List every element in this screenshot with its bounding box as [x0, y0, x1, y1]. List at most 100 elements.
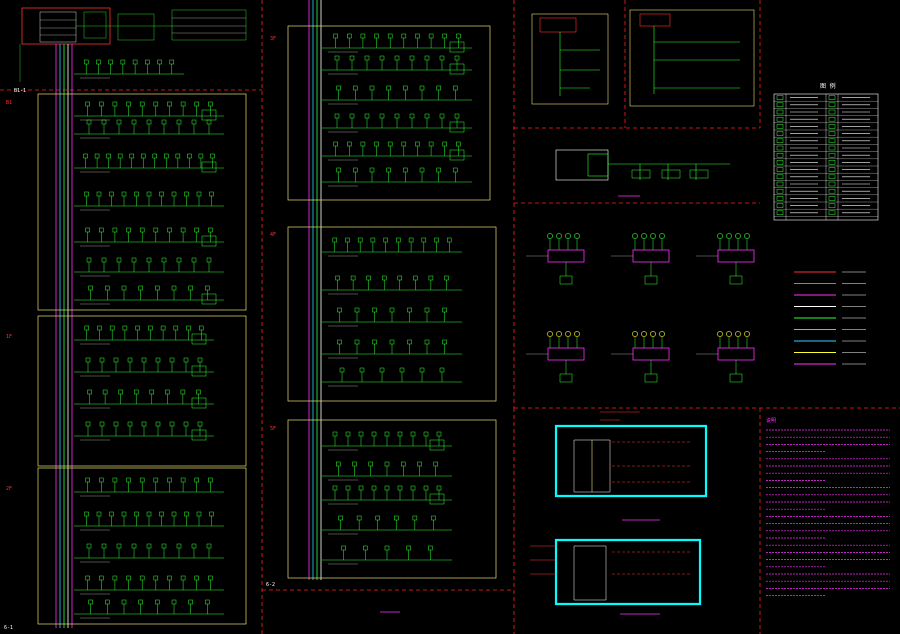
breaker-symbol	[341, 545, 346, 551]
breaker-symbol	[135, 325, 140, 331]
breaker-symbol	[109, 325, 115, 331]
notes-title: 说明	[766, 417, 776, 424]
breaker-symbol	[159, 191, 164, 197]
breaker-symbol	[86, 119, 92, 125]
breaker-symbol	[360, 33, 366, 39]
breaker-symbol	[131, 543, 137, 549]
floor-label-mid-2: 4F	[270, 232, 276, 238]
breaker-symbol	[410, 431, 416, 437]
breaker-symbol	[139, 227, 145, 233]
breaker-symbol	[196, 389, 201, 395]
breaker-symbol	[167, 227, 172, 233]
breaker-symbol	[334, 113, 340, 119]
breaker-symbol	[198, 153, 204, 159]
breaker-symbol	[412, 515, 418, 521]
breaker-symbol	[141, 357, 147, 363]
breaker-symbol	[86, 257, 92, 263]
breaker-symbol	[169, 421, 175, 427]
breaker-symbol	[387, 33, 393, 39]
breaker-symbol	[336, 85, 341, 91]
legend-symbol	[828, 102, 836, 108]
floor-label-left-1: B1	[6, 100, 12, 106]
legend-symbol	[828, 160, 836, 165]
breaker-symbol	[206, 257, 212, 263]
legend-symbol	[776, 152, 784, 158]
sensor-circle	[641, 233, 647, 239]
legend-symbol	[776, 131, 784, 136]
breaker-symbol	[159, 511, 164, 517]
output-device	[644, 373, 658, 383]
legend-table: 图 例	[773, 82, 879, 221]
breaker-symbol	[347, 33, 352, 39]
breaker-symbol	[102, 389, 108, 395]
breaker-symbol	[424, 307, 430, 313]
legend-symbol	[828, 138, 836, 144]
bottom-marker: 6-1	[4, 625, 13, 631]
breaker-symbol	[155, 357, 161, 363]
breaker-symbol	[149, 389, 155, 395]
breaker-symbol	[116, 119, 122, 125]
breaker-symbol	[83, 153, 88, 159]
breaker-symbol	[358, 431, 364, 437]
sensor-circle	[632, 233, 638, 239]
breaker-symbol	[397, 485, 403, 491]
riser-middle	[308, 0, 322, 580]
breaker-symbol	[424, 113, 430, 119]
breaker-symbol	[196, 511, 202, 517]
sensor-circle	[641, 331, 647, 337]
breaker-symbol	[105, 285, 110, 291]
breaker-symbol	[375, 515, 380, 521]
legend-symbol	[828, 95, 836, 100]
legend-symbol	[828, 174, 836, 180]
breaker-symbol	[370, 237, 376, 243]
breaker-symbol	[161, 257, 167, 263]
legend-symbol	[776, 181, 784, 187]
breaker-symbol	[407, 339, 412, 345]
breaker-symbol	[436, 485, 442, 491]
breaker-symbol	[428, 141, 434, 147]
breaker-symbol	[442, 307, 447, 313]
breaker-symbol	[148, 325, 153, 331]
top-system-diagrams	[531, 9, 755, 107]
breaker-symbol	[131, 257, 137, 263]
breaker-symbol	[397, 275, 403, 281]
breaker-symbol	[146, 119, 152, 125]
breaker-symbol	[113, 421, 119, 427]
output-device	[559, 275, 573, 285]
breaker-symbol	[374, 33, 379, 39]
breaker-symbol	[96, 59, 101, 65]
breaker-symbol	[101, 119, 107, 125]
breaker-symbol	[359, 367, 365, 373]
breaker-symbol	[86, 543, 92, 549]
breaker-symbol	[171, 599, 177, 605]
breaker-symbol	[349, 113, 355, 119]
output-device	[729, 373, 743, 383]
breaker-symbol	[184, 191, 189, 197]
breaker-symbol	[188, 285, 193, 291]
breaker-symbol	[419, 367, 425, 373]
breaker-symbol	[101, 257, 107, 263]
circuit-branches	[74, 33, 472, 619]
breaker-symbol	[129, 153, 134, 159]
breaker-symbol	[191, 257, 197, 263]
breaker-symbol	[109, 191, 114, 197]
breaker-symbol	[139, 101, 145, 107]
breaker-symbol	[127, 357, 133, 363]
breaker-symbol	[121, 191, 127, 197]
breaker-symbol	[191, 543, 197, 549]
sensor-circle	[744, 233, 750, 239]
output-device	[729, 275, 743, 285]
breaker-symbol	[206, 543, 212, 549]
sensor-circle	[744, 331, 750, 337]
breaker-symbol	[423, 431, 429, 437]
breaker-symbol	[389, 307, 395, 313]
breaker-symbol	[106, 153, 111, 159]
breaker-symbol	[139, 575, 145, 581]
breaker-symbol	[112, 477, 118, 483]
breaker-symbol	[419, 85, 425, 91]
breaker-symbol	[371, 431, 377, 437]
breaker-symbol	[155, 599, 160, 605]
legend-symbol	[776, 196, 784, 201]
